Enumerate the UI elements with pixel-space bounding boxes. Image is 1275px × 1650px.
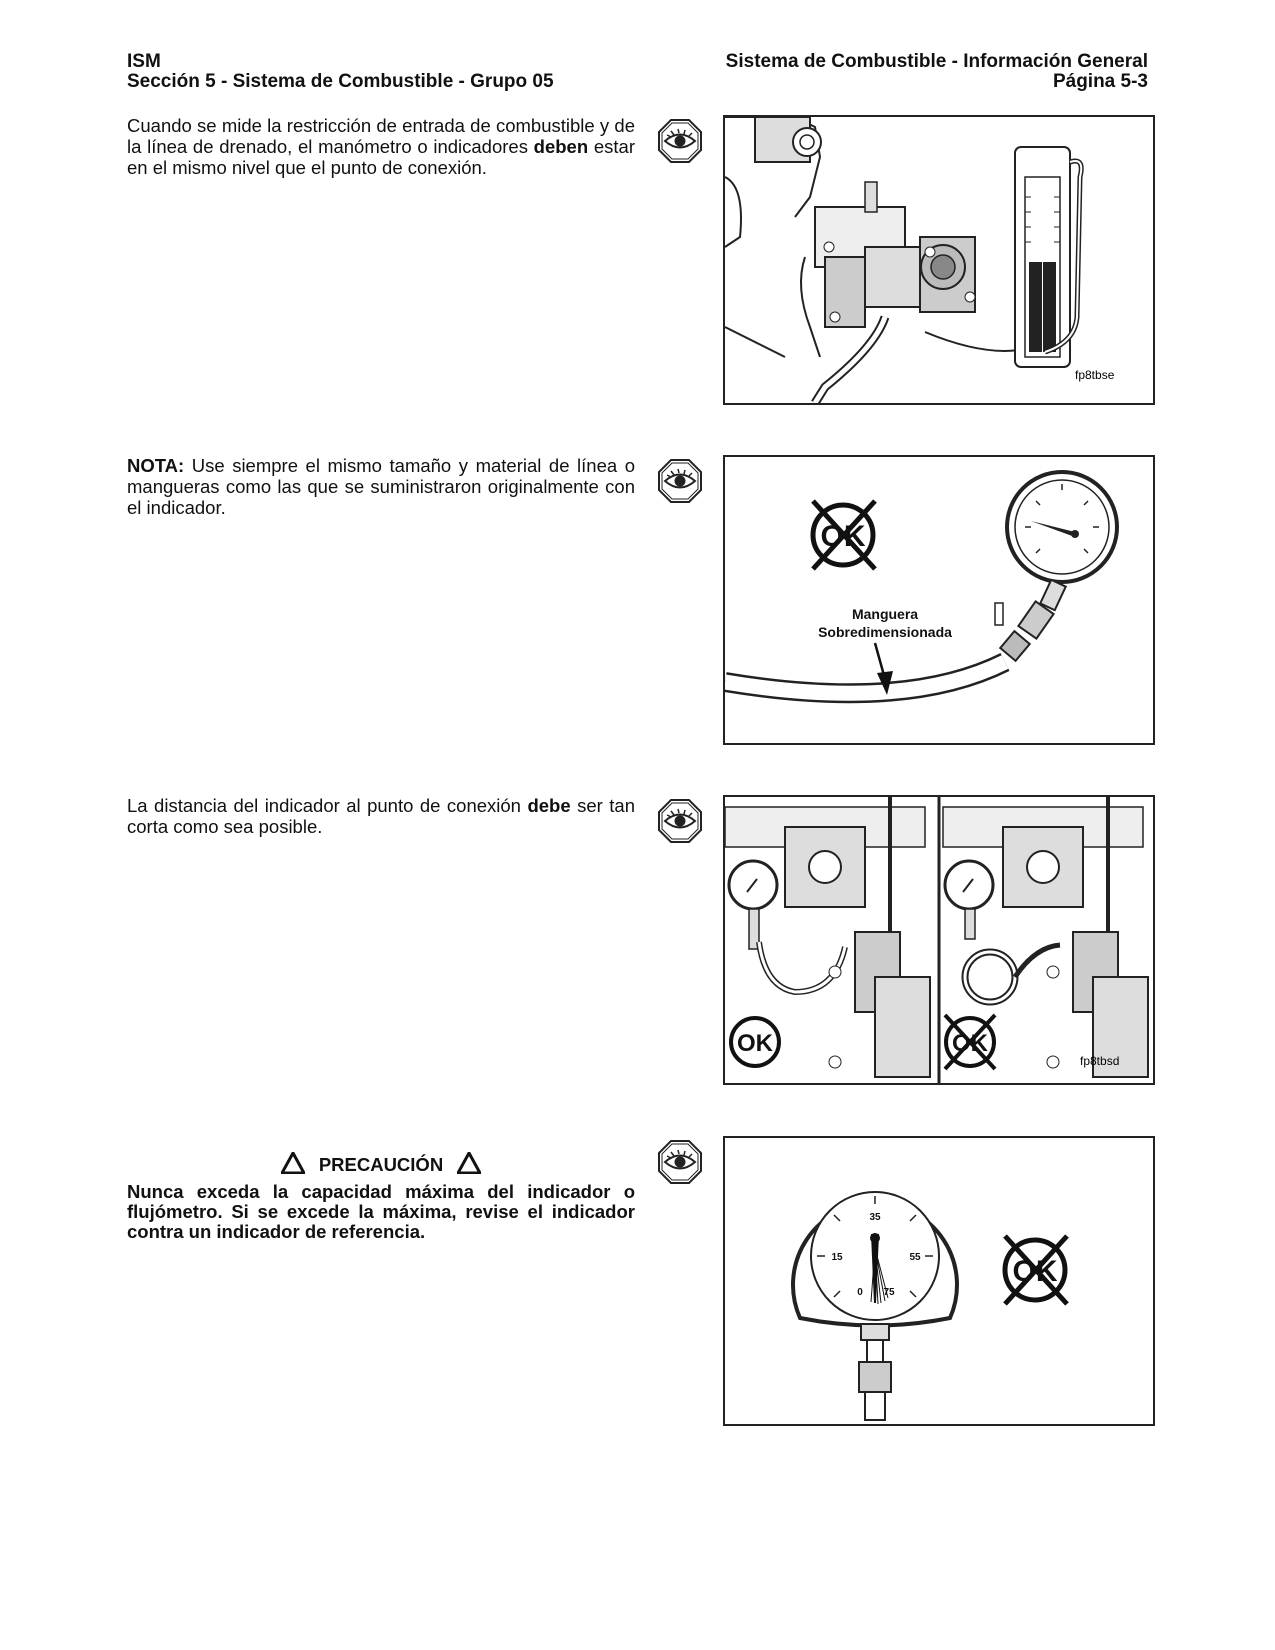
hose-label-1: Manguera xyxy=(852,606,918,622)
paragraph-2: NOTA: Use siempre el mismo tamaño y mate… xyxy=(127,455,635,518)
figure-1-manometer: fp8tbse xyxy=(723,115,1155,405)
figure-3-right-panel: OK fp8tbsd xyxy=(942,797,1149,1078)
crossed-ok-icon: OK xyxy=(810,499,877,571)
crossed-ok-icon: OK xyxy=(943,1013,997,1071)
ok-icon: OK xyxy=(729,1016,781,1068)
warning-triangle-icon xyxy=(279,1149,307,1180)
eye-icon xyxy=(657,458,703,504)
warning-triangle-icon xyxy=(455,1149,483,1180)
crossed-ok-icon: OK xyxy=(1002,1234,1069,1306)
svg-text:OK: OK xyxy=(737,1030,774,1057)
gauge-tick-55: 55 xyxy=(909,1252,921,1263)
paragraph-3: La distancia del indicador al punto de c… xyxy=(127,795,635,837)
gauge-tick-0: 0 xyxy=(857,1287,863,1298)
gauge-tick-35: 35 xyxy=(869,1212,881,1223)
hose-label-2: Sobredimensionada xyxy=(818,624,952,640)
figure-4-gauge-overrange: 35 15 55 0 75 OK xyxy=(723,1136,1155,1426)
caution-heading: PRECAUCIÓN xyxy=(127,1149,635,1180)
header-section: Sección 5 - Sistema de Combustible - Gru… xyxy=(127,71,554,92)
header-right: Sistema de Combustible - Información Gen… xyxy=(726,52,1148,92)
gauge-tick-15: 15 xyxy=(831,1252,843,1263)
figure-2-oversized-hose: OK Manguera Sobredimensionada xyxy=(723,455,1155,745)
caution-text: Nunca exceda la capacidad máxima del ind… xyxy=(127,1181,635,1242)
gauge-tick-75: 75 xyxy=(883,1287,895,1298)
eye-icon xyxy=(657,118,703,164)
header-title: Sistema de Combustible - Información Gen… xyxy=(725,51,1148,72)
figure-3-left-panel: OK xyxy=(725,797,931,1078)
header-product: ISM xyxy=(127,51,161,72)
figure-3-code: fp8tbsd xyxy=(1080,1054,1119,1068)
paragraph-1: Cuando se mide la restricción de entrada… xyxy=(127,115,635,178)
figure-1-code: fp8tbse xyxy=(1075,368,1115,382)
eye-icon xyxy=(657,798,703,844)
header-page: Página 5-3 xyxy=(1052,71,1148,92)
header-left: ISM Sección 5 - Sistema de Combustible -… xyxy=(127,52,554,92)
eye-icon xyxy=(657,1139,703,1185)
figure-3-short-connection: OK OK fp8tbsd xyxy=(723,795,1155,1085)
